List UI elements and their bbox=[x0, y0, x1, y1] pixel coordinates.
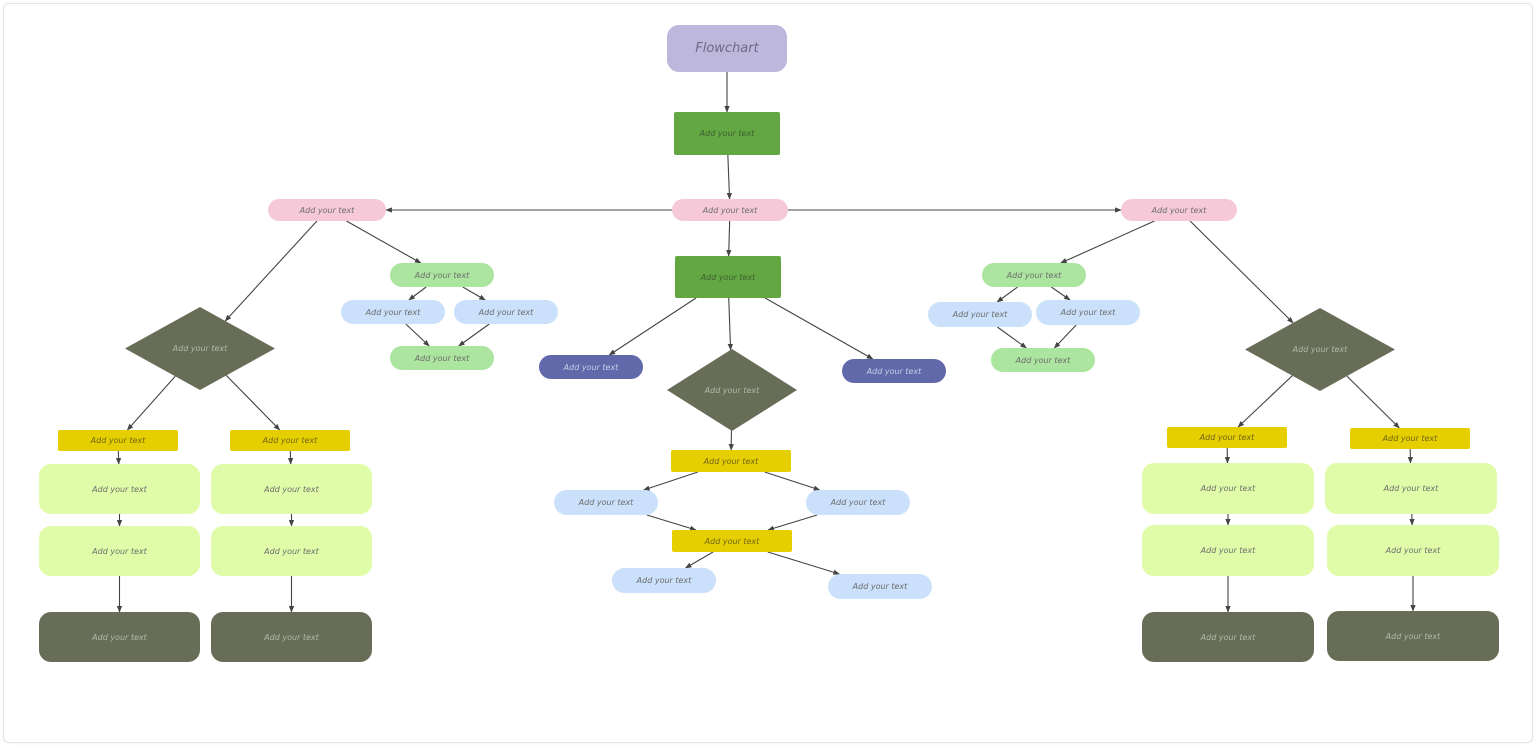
node-label: Add your text bbox=[700, 272, 756, 282]
node-label: Add your text bbox=[704, 385, 760, 395]
node-c-green2[interactable]: Add your text bbox=[675, 256, 781, 298]
node-c-diamond[interactable]: Add your text bbox=[667, 349, 797, 431]
node-l-blue-b[interactable]: Add your text bbox=[454, 300, 558, 324]
node-r-dark-a[interactable]: Add your text bbox=[1142, 612, 1314, 662]
node-label: Add your text bbox=[578, 498, 634, 507]
node-r-yel-b[interactable]: Add your text bbox=[1350, 428, 1470, 449]
node-l-dark-b[interactable]: Add your text bbox=[211, 612, 372, 662]
node-c-blue-l[interactable]: Add your text bbox=[554, 490, 658, 515]
node-l-yel-b[interactable]: Add your text bbox=[230, 430, 350, 451]
node-label: Add your text bbox=[563, 362, 619, 372]
node-c-yel1[interactable]: Add your text bbox=[671, 450, 791, 472]
node-label: Add your text bbox=[830, 498, 886, 507]
node-label: Add your text bbox=[264, 546, 319, 556]
node-c-blue-bl[interactable]: Add your text bbox=[612, 568, 716, 593]
node-label: Add your text bbox=[1015, 355, 1071, 365]
node-c-yel2[interactable]: Add your text bbox=[672, 530, 792, 552]
node-label: Add your text bbox=[636, 576, 692, 585]
node-r-lg-top[interactable]: Add your text bbox=[982, 263, 1086, 287]
node-l-lg-bot[interactable]: Add your text bbox=[390, 346, 494, 370]
node-label: Add your text bbox=[264, 484, 319, 494]
node-label: Add your text bbox=[1292, 345, 1348, 354]
node-label: Add your text bbox=[478, 307, 534, 317]
node-l-lime-a2[interactable]: Add your text bbox=[39, 526, 200, 576]
node-r-pink[interactable]: Add your text bbox=[1121, 199, 1237, 221]
node-label: Add your text bbox=[92, 484, 147, 494]
node-l-blue-a[interactable]: Add your text bbox=[341, 300, 445, 324]
node-r-lime-a1[interactable]: Add your text bbox=[1142, 463, 1314, 514]
node-label: Add your text bbox=[90, 436, 146, 445]
node-l-yel-a[interactable]: Add your text bbox=[58, 430, 178, 451]
node-label: Add your text bbox=[703, 456, 759, 466]
node-r-lime-b1[interactable]: Add your text bbox=[1325, 463, 1497, 514]
node-label: Add your text bbox=[1385, 546, 1441, 555]
node-r-diamond[interactable]: Add your text bbox=[1245, 308, 1395, 391]
node-label: Add your text bbox=[172, 344, 228, 353]
node-r-blue-b[interactable]: Add your text bbox=[1036, 300, 1140, 325]
node-l-lg-top[interactable]: Add your text bbox=[390, 263, 494, 287]
node-label: Add your text bbox=[866, 366, 922, 376]
node-label: Add your text bbox=[262, 436, 318, 445]
node-l-diamond[interactable]: Add your text bbox=[125, 307, 275, 390]
node-label: Add your text bbox=[414, 270, 470, 280]
node-r-lime-b2[interactable]: Add your text bbox=[1327, 525, 1499, 576]
node-c-navy-l[interactable]: Add your text bbox=[539, 355, 643, 379]
node-label: Add your text bbox=[92, 632, 147, 642]
node-label: Add your text bbox=[1151, 205, 1207, 215]
node-l-dark-a[interactable]: Add your text bbox=[39, 612, 200, 662]
node-l-lime-a1[interactable]: Add your text bbox=[39, 464, 200, 514]
node-label: Flowchart bbox=[695, 41, 759, 56]
node-c-pink[interactable]: Add your text bbox=[672, 199, 788, 221]
node-label: Add your text bbox=[1383, 484, 1439, 493]
node-c-blue-br[interactable]: Add your text bbox=[828, 574, 932, 599]
node-label: Add your text bbox=[1200, 632, 1256, 642]
node-label: Add your text bbox=[699, 129, 755, 138]
node-r-lg-bot[interactable]: Add your text bbox=[991, 348, 1095, 372]
node-r-dark-b[interactable]: Add your text bbox=[1327, 611, 1499, 661]
node-label: Add your text bbox=[1060, 308, 1116, 317]
node-r-lime-a2[interactable]: Add your text bbox=[1142, 525, 1314, 576]
diagram-title-node[interactable]: Flowchart bbox=[667, 25, 787, 72]
node-label: Add your text bbox=[92, 546, 147, 556]
node-c-green1[interactable]: Add your text bbox=[674, 112, 780, 155]
node-label: Add your text bbox=[704, 536, 760, 546]
node-l-pink[interactable]: Add your text bbox=[268, 199, 386, 221]
node-label: Add your text bbox=[1200, 546, 1256, 555]
node-label: Add your text bbox=[952, 310, 1008, 319]
node-label: Add your text bbox=[702, 205, 758, 215]
node-label: Add your text bbox=[1199, 433, 1255, 442]
node-c-navy-r[interactable]: Add your text bbox=[842, 359, 946, 383]
node-label: Add your text bbox=[1006, 270, 1062, 280]
node-r-yel-a[interactable]: Add your text bbox=[1167, 427, 1287, 448]
node-r-blue-a[interactable]: Add your text bbox=[928, 302, 1032, 327]
node-c-blue-r[interactable]: Add your text bbox=[806, 490, 910, 515]
node-label: Add your text bbox=[1385, 631, 1441, 641]
node-label: Add your text bbox=[264, 632, 319, 642]
node-l-lime-b1[interactable]: Add your text bbox=[211, 464, 372, 514]
node-label: Add your text bbox=[414, 353, 470, 363]
node-label: Add your text bbox=[1382, 434, 1438, 443]
node-label: Add your text bbox=[365, 307, 421, 317]
node-label: Add your text bbox=[852, 582, 908, 591]
node-label: Add your text bbox=[299, 205, 355, 215]
node-label: Add your text bbox=[1200, 484, 1256, 493]
node-l-lime-b2[interactable]: Add your text bbox=[211, 526, 372, 576]
